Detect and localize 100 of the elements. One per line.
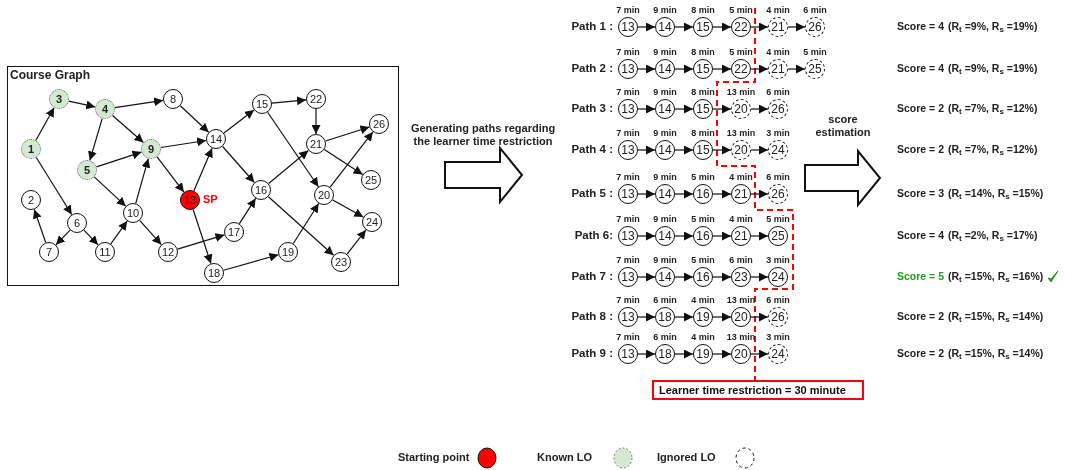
path-step-circle: 24 — [768, 140, 788, 160]
arrow — [712, 189, 732, 199]
score-value: Score = 4 — [897, 62, 944, 76]
duration-label: 8 min — [690, 47, 716, 57]
path-step-circle: 15 — [693, 99, 713, 119]
arrow — [712, 22, 732, 32]
duration-label: 6 min — [765, 172, 791, 182]
duration-label: 8 min — [690, 5, 716, 15]
duration-label: 5 min — [690, 255, 716, 265]
legend-label: Ignored LO — [657, 451, 716, 463]
arrow — [750, 104, 769, 114]
graph-node: 15 — [252, 94, 272, 114]
path-step-circle: 20 — [731, 344, 751, 364]
duration-label: 6 min — [802, 5, 828, 15]
arrow — [750, 64, 769, 74]
duration-label: 5 min — [690, 214, 716, 224]
duration-label: 6 min — [652, 332, 678, 342]
path-step-circle: 14 — [655, 59, 675, 79]
arrow — [750, 189, 769, 199]
duration-label: 8 min — [690, 87, 716, 97]
process-label: score estimation — [814, 113, 872, 139]
score-value: Score = 4 — [897, 229, 944, 243]
path-step-circle: 26 — [768, 99, 788, 119]
process-label: Generating paths regarding the learner time restriction — [409, 122, 557, 148]
path-step-circle: 24 — [768, 344, 788, 364]
path-step-circle: 21 — [768, 59, 788, 79]
arrow — [674, 104, 694, 114]
duration-label: 5 min — [728, 47, 754, 57]
legend-label: Known LO — [537, 451, 592, 463]
graph-node: 26 — [369, 114, 389, 134]
graph-node: 24 — [362, 212, 382, 232]
path-step-circle: 13 — [618, 344, 638, 364]
arrow — [674, 272, 694, 282]
arrow — [267, 196, 335, 256]
duration-label: 7 min — [615, 87, 641, 97]
graph-node: 10 — [123, 203, 143, 223]
graph-node: 7 — [39, 242, 59, 262]
arrow — [332, 199, 364, 218]
duration-label: 3 min — [765, 128, 791, 138]
duration-label: 7 min — [615, 172, 641, 182]
duration-label: 7 min — [615, 255, 641, 265]
graph-node: 22 — [306, 89, 326, 109]
legend-label: Starting point — [398, 451, 470, 463]
duration-label: 4 min — [728, 214, 754, 224]
arrow — [637, 349, 656, 359]
score-value: Score = 2 — [897, 143, 944, 157]
arrow — [311, 108, 321, 135]
path-step-circle: 25 — [805, 59, 825, 79]
graph-node: 14 — [206, 129, 226, 149]
arrow — [637, 272, 656, 282]
arrow — [712, 231, 732, 241]
score-ratios: (R$_{t}$ =14%, R$_{s}$ =15%) — [948, 187, 1044, 203]
arrow — [712, 64, 732, 74]
score-value: Score = 5 — [897, 270, 944, 284]
arrow — [114, 97, 164, 109]
arrow — [674, 312, 694, 322]
duration-label: 13 min — [725, 332, 757, 342]
path-label: Path 4 : — [571, 143, 613, 155]
path-step-circle: 18 — [655, 344, 675, 364]
graph-node: 8 — [163, 89, 183, 109]
arrow — [35, 156, 73, 216]
duration-label: 13 min — [725, 128, 757, 138]
arrow — [787, 64, 806, 74]
score-value: Score = 2 — [897, 347, 944, 361]
path-step-circle: 14 — [655, 99, 675, 119]
score-value: Score = 3 — [897, 187, 944, 201]
score-ratios: (R$_{t}$ =9%, R$_{s}$ =19%) — [948, 62, 1038, 78]
path-step-circle: 16 — [693, 226, 713, 246]
arrow — [674, 22, 694, 32]
arrow — [674, 189, 694, 199]
score-ratios: (R$_{t}$ =2%, R$_{s}$ =17%) — [948, 229, 1038, 245]
path-step-circle: 26 — [768, 184, 788, 204]
duration-label: 7 min — [615, 128, 641, 138]
duration-label: 13 min — [725, 295, 757, 305]
score-value: Score = 2 — [897, 102, 944, 116]
score-ratios: (R$_{t}$ =15%, R$_{s}$ =14%) — [948, 347, 1044, 363]
graph-node: 9 — [141, 139, 161, 159]
arrow — [674, 231, 694, 241]
arrow — [637, 312, 656, 322]
path-step-circle: 14 — [655, 17, 675, 37]
path-step-circle: 23 — [731, 267, 751, 287]
graph-panel — [7, 66, 399, 286]
arrow — [223, 109, 255, 134]
duration-label: 8 min — [690, 128, 716, 138]
duration-label: 9 min — [652, 5, 678, 15]
graph-node: 16 — [251, 180, 271, 200]
duration-label: 13 min — [725, 87, 757, 97]
path-label: Path 1 : — [571, 20, 613, 32]
graph-node: 23 — [331, 252, 351, 272]
duration-label: 6 min — [765, 295, 791, 305]
graph-node: 20 — [314, 185, 334, 205]
arrow — [637, 22, 656, 32]
graph-node: 2 — [21, 190, 41, 210]
score-ratios: (R$_{t}$ =9%, R$_{s}$ =19%) — [948, 20, 1038, 36]
duration-label: 4 min — [728, 172, 754, 182]
duration-label: 7 min — [615, 47, 641, 57]
path-step-circle: 14 — [655, 140, 675, 160]
duration-label: 5 min — [802, 47, 828, 57]
arrow — [674, 349, 694, 359]
path-label: Path 5 : — [571, 187, 613, 199]
